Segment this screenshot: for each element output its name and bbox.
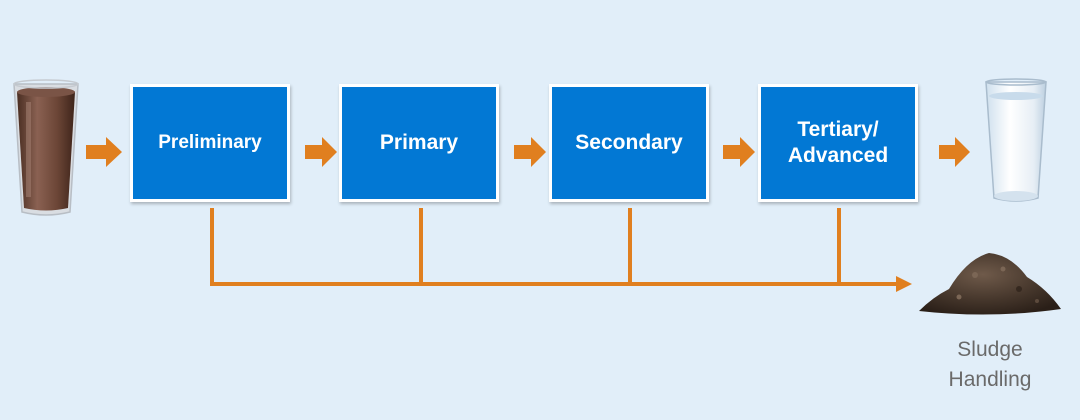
- stage-label: Secondary: [575, 131, 683, 154]
- sludge-arrow-head: [896, 276, 912, 292]
- dirty-water-glass-icon: [13, 79, 79, 216]
- stage-tertiary-advanced: Tertiary/ Advanced: [758, 84, 918, 202]
- clean-water-glass-icon: [985, 78, 1047, 202]
- soil-pile-icon: [919, 253, 1061, 315]
- sludge-handling-label: Sludge Handling: [948, 338, 1032, 391]
- flow-arrow-2: [305, 137, 337, 167]
- flow-arrow-5: [939, 137, 970, 167]
- stage-preliminary: Preliminary: [130, 84, 290, 202]
- stage-label: Preliminary: [158, 132, 262, 153]
- flow-arrow-1: [86, 137, 122, 167]
- stage-label: Primary: [379, 131, 459, 154]
- stage-label: Tertiary/ Advanced: [787, 118, 889, 167]
- stage-secondary: Secondary: [549, 84, 709, 202]
- flow-arrow-3: [514, 137, 546, 167]
- flow-arrow-4: [723, 137, 755, 167]
- stage-primary: Primary: [339, 84, 499, 202]
